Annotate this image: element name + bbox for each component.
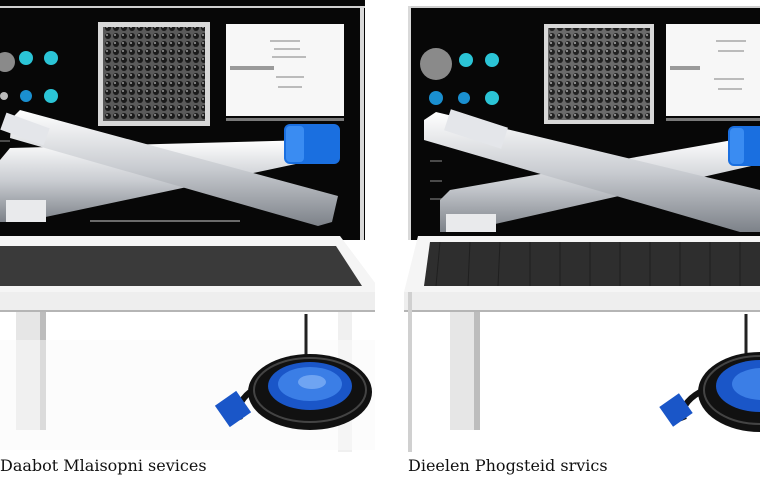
arm-assembly — [424, 109, 760, 232]
left-photo-panel: Daabot Mlaisopni sevices — [0, 0, 380, 475]
table — [404, 236, 760, 452]
right-caption: Dieelen Phogsteid srvics — [408, 456, 608, 475]
control-buttons — [0, 51, 58, 103]
right-machine-illustration — [404, 6, 760, 452]
blue-handle — [728, 126, 760, 166]
arm-assembly — [0, 110, 338, 226]
work-mat — [424, 242, 760, 286]
cable-reel — [214, 314, 372, 430]
right-photo-panel: Dieelen Phogsteid srvics — [380, 0, 760, 480]
left-caption: Daabot Mlaisopni sevices — [0, 456, 207, 475]
left-machine-illustration — [0, 0, 380, 452]
document-card — [226, 24, 344, 116]
document-card — [666, 24, 760, 116]
control-buttons — [420, 48, 499, 105]
blue-handle — [284, 124, 340, 164]
work-mat — [0, 246, 362, 286]
cable-reel — [659, 314, 760, 432]
